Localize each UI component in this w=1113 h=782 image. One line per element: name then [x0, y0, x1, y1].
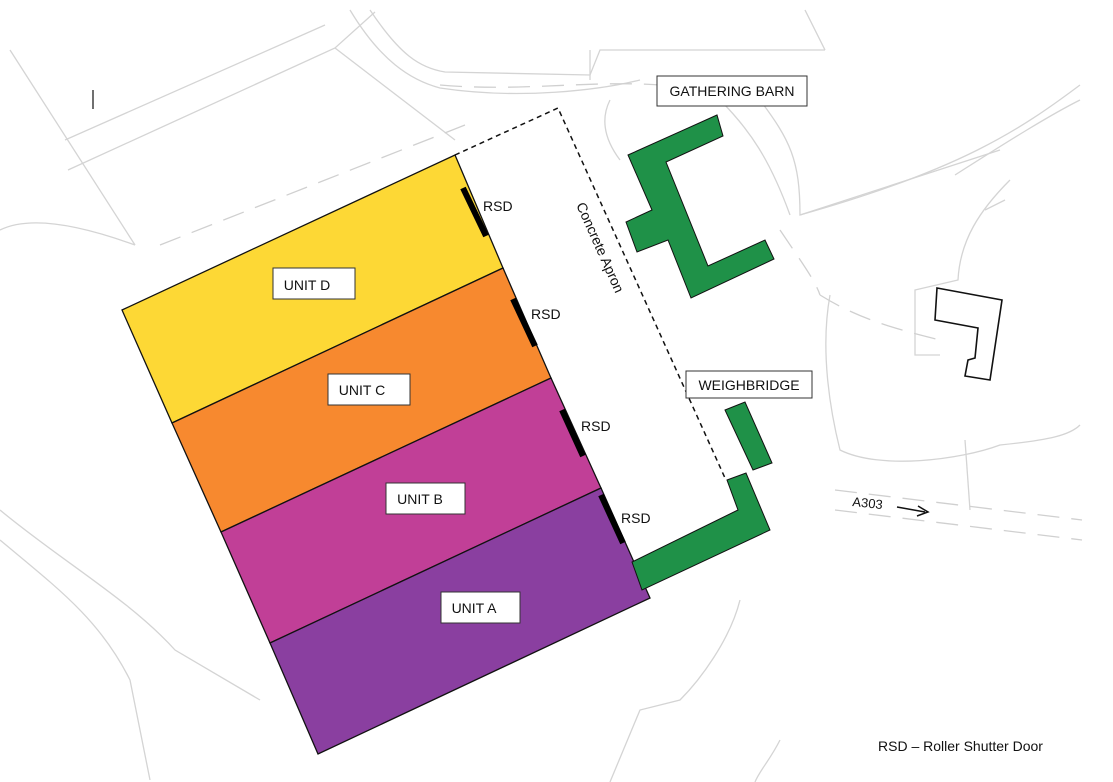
entrance-building: [631, 472, 771, 591]
rsd-label-d: RSD: [483, 198, 513, 214]
unit-b-label: UNIT B: [397, 491, 443, 507]
apron-boundary: [454, 107, 726, 479]
unit-d-label: UNIT D: [284, 277, 330, 293]
concrete-apron-label: Concrete Apron: [573, 200, 627, 295]
gathering-barn-label: GATHERING BARN: [670, 83, 795, 99]
units: [121, 154, 651, 755]
rsd-door-a: [598, 493, 626, 545]
rsd-label-c: RSD: [531, 306, 561, 322]
rsd-door-d: [460, 186, 489, 238]
unit-labels: UNIT D UNIT C UNIT B UNIT A: [272, 267, 521, 624]
rsd-label-b: RSD: [581, 418, 611, 434]
rsd-labels: RSD RSD RSD RSD: [483, 198, 651, 526]
legend-text: RSD – Roller Shutter Door: [878, 738, 1043, 754]
gathering-barn-building: [625, 114, 775, 299]
roller-shutter-doors: [460, 186, 626, 545]
weighbridge-building: [724, 401, 773, 471]
rsd-door-c: [510, 297, 538, 348]
unit-a-label: UNIT A: [452, 600, 498, 616]
rsd-door-b: [559, 408, 586, 458]
road-label-a303: A303: [852, 494, 884, 512]
unit-c-label: UNIT C: [339, 382, 385, 398]
road-direction-arrow-icon: [896, 505, 930, 517]
green-buildings: [625, 114, 775, 591]
background-linework: [0, 9, 1083, 782]
outline-building: [934, 287, 1003, 381]
weighbridge-label: WEIGHBRIDGE: [698, 377, 799, 393]
rsd-label-a: RSD: [621, 510, 651, 526]
